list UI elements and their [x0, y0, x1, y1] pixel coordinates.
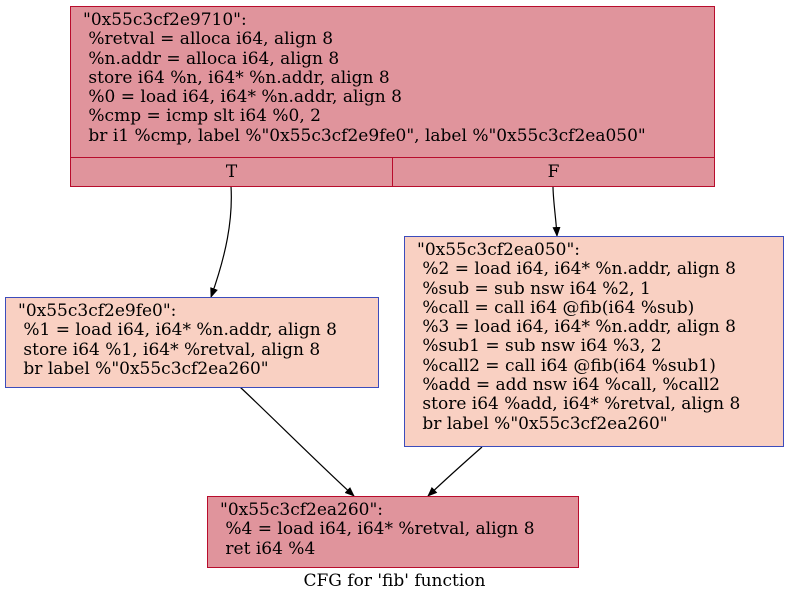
code-line: %call = call i64 @fib(i64 %sub)	[417, 297, 695, 318]
block-else: "0x55c3cf2ea050": %2 = load i64, i64* %n…	[404, 236, 784, 447]
code-line: %retval = alloca i64, align 8	[83, 29, 334, 50]
block-entry-code: "0x55c3cf2e9710": %retval = alloca i64, …	[71, 7, 714, 146]
code-line: %call2 = call i64 @fib(i64 %sub1)	[417, 355, 716, 376]
code-line: %sub1 = sub nsw i64 %3, 2	[417, 336, 662, 357]
code-line: %3 = load i64, i64* %n.addr, align 8	[417, 317, 736, 338]
port-true: T	[225, 162, 238, 182]
port-false: F	[392, 158, 714, 186]
code-line: %cmp = icmp slt i64 %0, 2	[83, 106, 321, 127]
edge-else-to-exit	[427, 446, 483, 497]
edge-true-to-then	[210, 185, 232, 298]
code-line: br i1 %cmp, label %"0x55c3cf2e9fe0", lab…	[83, 125, 646, 146]
code-line: %n.addr = alloca i64, align 8	[83, 48, 340, 69]
block-exit: "0x55c3cf2ea260": %4 = load i64, i64* %r…	[207, 496, 579, 568]
code-line: "0x55c3cf2ea260":	[220, 500, 384, 520]
code-line: %1 = load i64, i64* %n.addr, align 8	[18, 320, 337, 341]
code-line: %sub = sub nsw i64 %2, 1	[417, 278, 651, 299]
code-line: %0 = load i64, i64* %n.addr, align 8	[83, 87, 402, 108]
code-line: store i64 %n, i64* %n.addr, align 8	[83, 67, 390, 88]
block-entry: "0x55c3cf2e9710": %retval = alloca i64, …	[70, 6, 715, 187]
code-line: ret i64 %4	[220, 538, 316, 559]
block-then: "0x55c3cf2e9fe0": %1 = load i64, i64* %n…	[5, 297, 379, 388]
code-line: %4 = load i64, i64* %retval, align 8	[220, 519, 535, 540]
edge-false-to-else	[552, 185, 561, 237]
code-line: "0x55c3cf2ea050":	[417, 240, 581, 260]
code-line: "0x55c3cf2e9710":	[83, 10, 247, 30]
graph-caption: CFG for 'fib' function	[303, 571, 486, 591]
code-line: br label %"0x55c3cf2ea260"	[18, 358, 269, 379]
code-line: "0x55c3cf2e9fe0":	[18, 301, 177, 321]
block-then-code: "0x55c3cf2e9fe0": %1 = load i64, i64* %n…	[6, 298, 378, 379]
code-line: %2 = load i64, i64* %n.addr, align 8	[417, 259, 736, 280]
block-exit-code: "0x55c3cf2ea260": %4 = load i64, i64* %r…	[208, 497, 578, 559]
code-line: store i64 %add, i64* %retval, align 8	[417, 394, 741, 415]
code-line: br label %"0x55c3cf2ea260"	[417, 413, 668, 434]
block-else-code: "0x55c3cf2ea050": %2 = load i64, i64* %n…	[405, 237, 783, 434]
code-line: store i64 %1, i64* %retval, align 8	[18, 339, 321, 360]
branch-ports: T F	[71, 157, 714, 186]
edge-then-to-exit	[239, 386, 355, 497]
code-line: %add = add nsw i64 %call, %call2	[417, 375, 720, 396]
